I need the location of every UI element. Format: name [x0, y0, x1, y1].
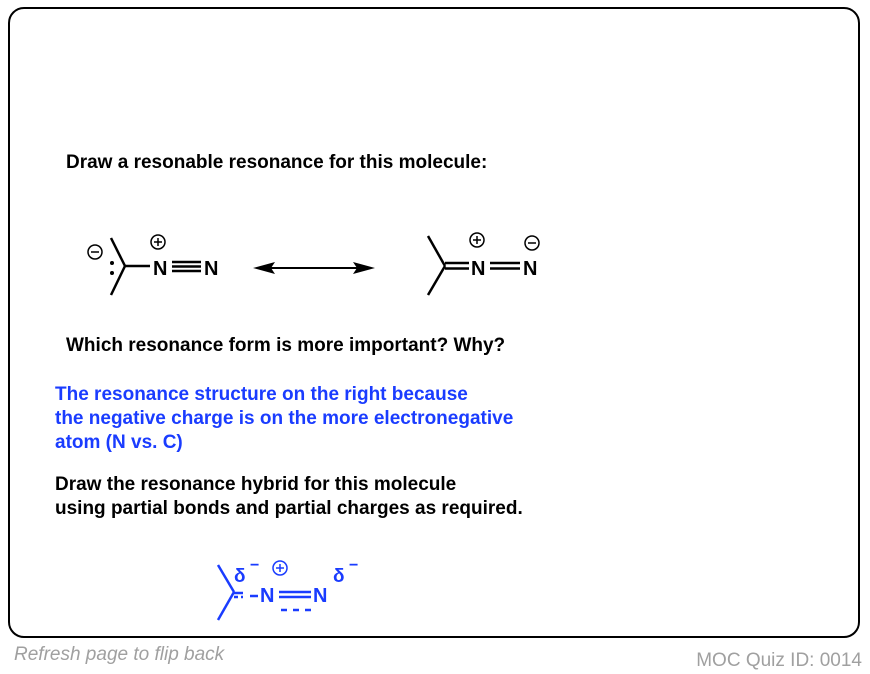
atom-label: −	[349, 557, 358, 574]
quiz-card[interactable]	[8, 7, 860, 638]
atom-label: N	[523, 258, 537, 280]
minus-charge-icon	[524, 235, 540, 251]
atom-label: −	[250, 557, 259, 574]
resonance-arrow-icon	[253, 262, 375, 274]
atom-label: N	[260, 585, 274, 607]
atom-label: N	[471, 258, 485, 280]
question-hybrid-line-2: using partial bonds and partial charges …	[55, 498, 523, 519]
right-structure	[426, 232, 540, 296]
plus-charge-icon	[150, 234, 166, 250]
quiz-id: MOC Quiz ID: 0014	[696, 650, 862, 671]
partial-negative: δ	[234, 566, 246, 587]
atom-label: N	[204, 258, 218, 280]
plus-charge-icon	[272, 560, 288, 576]
question-resonance: Draw a resonable resonance for this mole…	[66, 152, 488, 173]
atom-label: N	[153, 258, 167, 280]
hybrid-structure	[216, 560, 311, 621]
refresh-flip-link[interactable]: Refresh page to flip back	[14, 644, 225, 665]
answer-line-1: The resonance structure on the right bec…	[55, 384, 468, 405]
left-structure	[87, 234, 201, 296]
plus-charge-icon	[469, 232, 485, 248]
partial-negative: δ	[333, 566, 345, 587]
minus-charge-icon	[87, 244, 103, 260]
question-hybrid-line-1: Draw the resonance hybrid for this molec…	[55, 474, 457, 495]
answer-line-2: the negative charge is on the more elect…	[55, 408, 514, 429]
atom-label: N	[313, 585, 327, 607]
answer-line-3: atom (N vs. C)	[55, 432, 183, 453]
question-importance: Which resonance form is more important? …	[66, 335, 506, 356]
lone-pair-icon	[110, 261, 114, 265]
